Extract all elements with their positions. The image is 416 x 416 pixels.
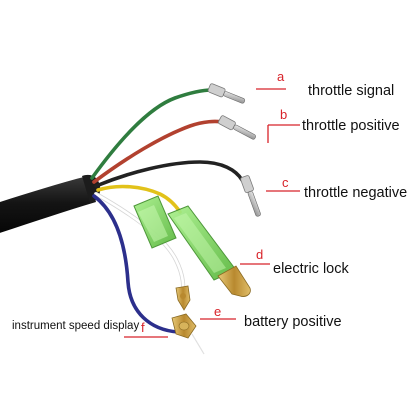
label-f-text: instrument speed display bbox=[12, 320, 139, 332]
label-c-text: throttle negative bbox=[304, 185, 407, 201]
red-wire bbox=[92, 119, 224, 184]
label-a-group: a throttle signal bbox=[256, 69, 394, 99]
label-f-letter: f bbox=[141, 320, 145, 335]
green-wire bbox=[90, 88, 214, 180]
label-c-letter: c bbox=[282, 175, 289, 190]
label-a-text: throttle signal bbox=[308, 83, 394, 99]
yellow-wire bbox=[96, 184, 182, 214]
white-wire-core bbox=[94, 192, 185, 296]
terminal-throttle-signal bbox=[207, 83, 246, 104]
main-cable bbox=[0, 176, 96, 233]
label-d-letter: d bbox=[256, 247, 263, 262]
label-e-group: e battery positive bbox=[200, 304, 342, 330]
label-f-group: instrument speed display f bbox=[12, 320, 168, 338]
label-e-text: battery positive bbox=[244, 314, 342, 330]
blue-wire bbox=[92, 194, 180, 334]
battery-positive-bullet bbox=[175, 285, 191, 311]
electric-lock-connector bbox=[133, 195, 251, 297]
terminal-throttle-negative bbox=[240, 175, 261, 217]
label-d-text: electric lock bbox=[273, 261, 349, 277]
label-b-letter: b bbox=[280, 107, 287, 122]
label-a-letter: a bbox=[277, 69, 285, 84]
label-b-text: throttle positive bbox=[302, 118, 400, 134]
label-c-group: c throttle negative bbox=[266, 175, 407, 201]
black-wire bbox=[94, 160, 244, 188]
label-b-group: b throttle positive bbox=[267, 107, 400, 143]
label-e-letter: e bbox=[214, 304, 221, 319]
label-d-group: d electric lock bbox=[240, 247, 349, 277]
terminal-throttle-positive bbox=[218, 115, 256, 140]
speed-display-terminal bbox=[171, 313, 205, 355]
